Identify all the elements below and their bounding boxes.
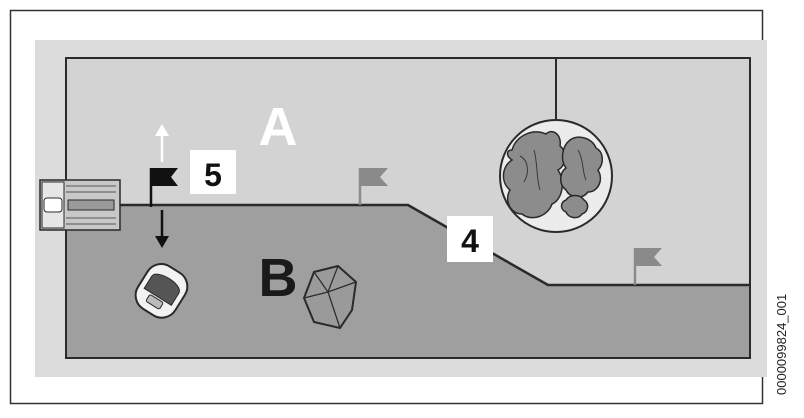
zone-b-label: B: [259, 248, 298, 308]
robot-mower-icon: [134, 263, 189, 319]
docking-station-icon: [39, 179, 121, 231]
flag-icon: [358, 168, 388, 205]
zone-a-label: A: [259, 97, 298, 157]
flowerbed-icon: [499, 119, 613, 233]
callout-4-label: 4: [461, 223, 479, 259]
callout-5-label: 5: [204, 157, 222, 193]
callout-4-box: [447, 216, 493, 262]
rock-icon: [302, 264, 358, 330]
callout-5-box: [190, 150, 236, 194]
arrow-up-icon: [155, 124, 169, 162]
reference-code: 0000099824_001: [774, 294, 789, 395]
flag-icon: [633, 248, 662, 285]
flag-icon: [149, 168, 178, 207]
arrow-down-icon: [155, 210, 169, 248]
